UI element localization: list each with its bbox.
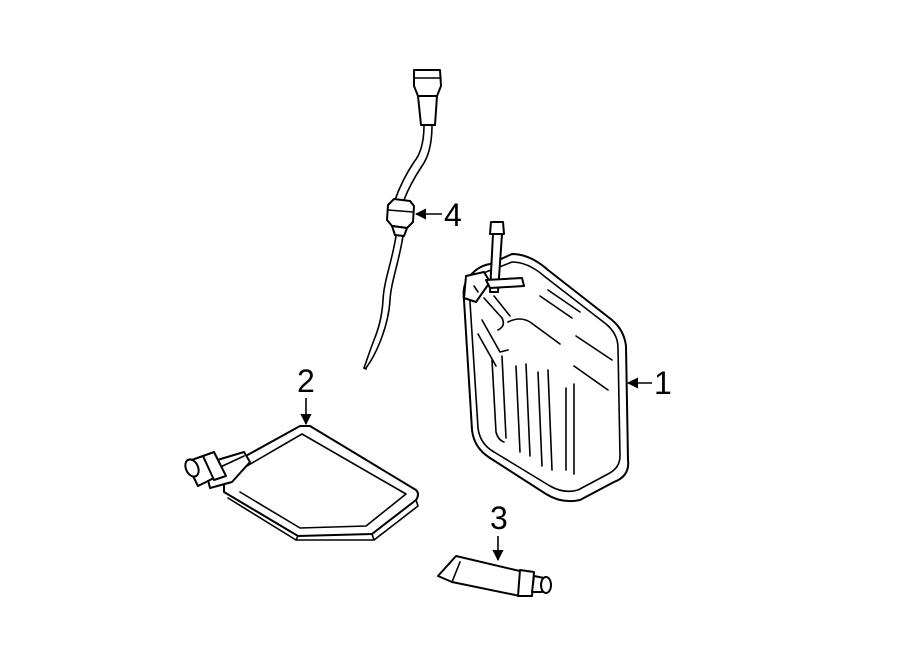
callout-1: 1 [626, 365, 672, 401]
dipstick-part[interactable] [363, 69, 442, 370]
filter-part[interactable] [183, 425, 419, 541]
transmission-pan-part[interactable] [462, 221, 630, 503]
callout-4-label: 4 [444, 197, 462, 233]
callout-3: 3 [490, 500, 508, 562]
callout-2: 2 [297, 363, 315, 426]
callout-1-label: 1 [654, 365, 672, 401]
callout-3-label: 3 [490, 500, 508, 536]
callout-2-label: 2 [297, 363, 315, 399]
sealant-tube-part[interactable] [437, 555, 552, 597]
callout-4: 4 [414, 197, 462, 233]
